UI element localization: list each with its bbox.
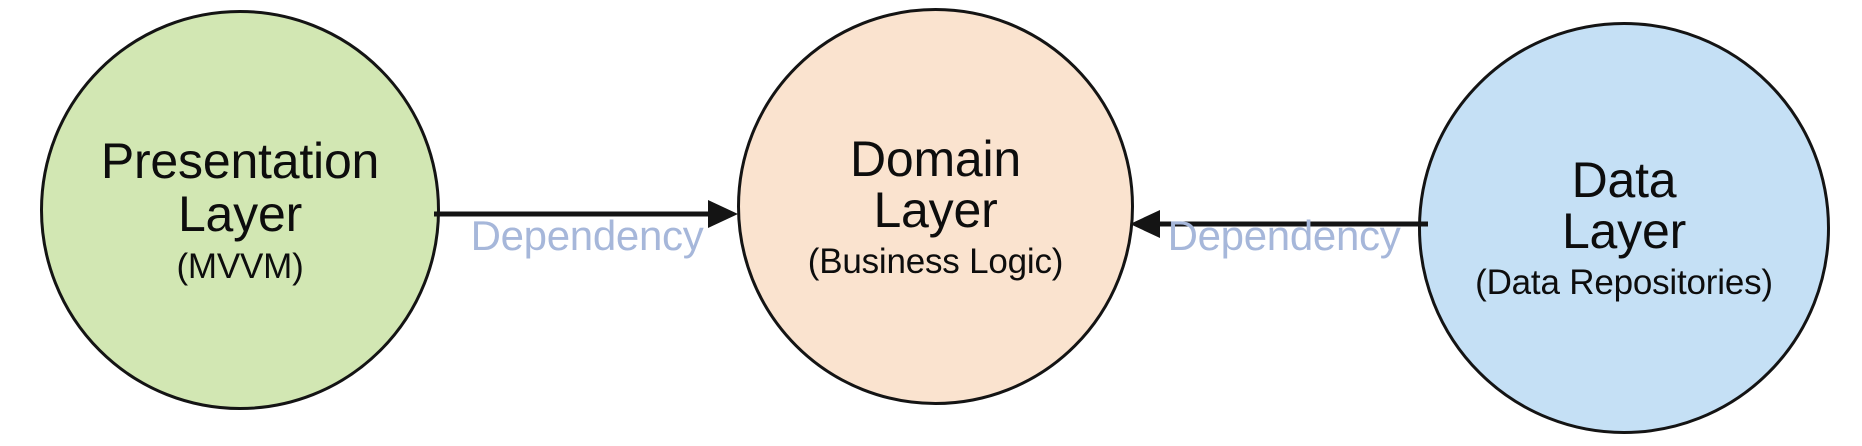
edge-presentation-to-domain-arrow bbox=[432, 186, 742, 242]
node-presentation-layer-subtitle: (MVVM) bbox=[176, 247, 304, 287]
edge-label-dependency-right: Dependency bbox=[1167, 212, 1401, 259]
edge-data-to-domain-arrow bbox=[1128, 196, 1428, 252]
node-domain-layer[interactable]: Domain Layer (Business Logic) bbox=[737, 8, 1134, 405]
edge-label-dependency-left: Dependency bbox=[470, 212, 704, 259]
node-domain-layer-title: Domain Layer bbox=[849, 130, 1022, 238]
node-presentation-layer-title: Presentation Layer bbox=[100, 133, 380, 243]
node-presentation-layer[interactable]: Presentation Layer (MVVM) bbox=[40, 10, 440, 410]
arrow-left-icon bbox=[1130, 210, 1428, 238]
node-domain-layer-subtitle: (Business Logic) bbox=[807, 241, 1064, 281]
arrow-right-icon bbox=[434, 200, 738, 228]
node-data-layer[interactable]: Data Layer (Data Repositories) bbox=[1418, 22, 1830, 434]
node-data-layer-title: Data Layer bbox=[1561, 152, 1687, 260]
node-data-layer-subtitle: (Data Repositories) bbox=[1475, 263, 1773, 303]
